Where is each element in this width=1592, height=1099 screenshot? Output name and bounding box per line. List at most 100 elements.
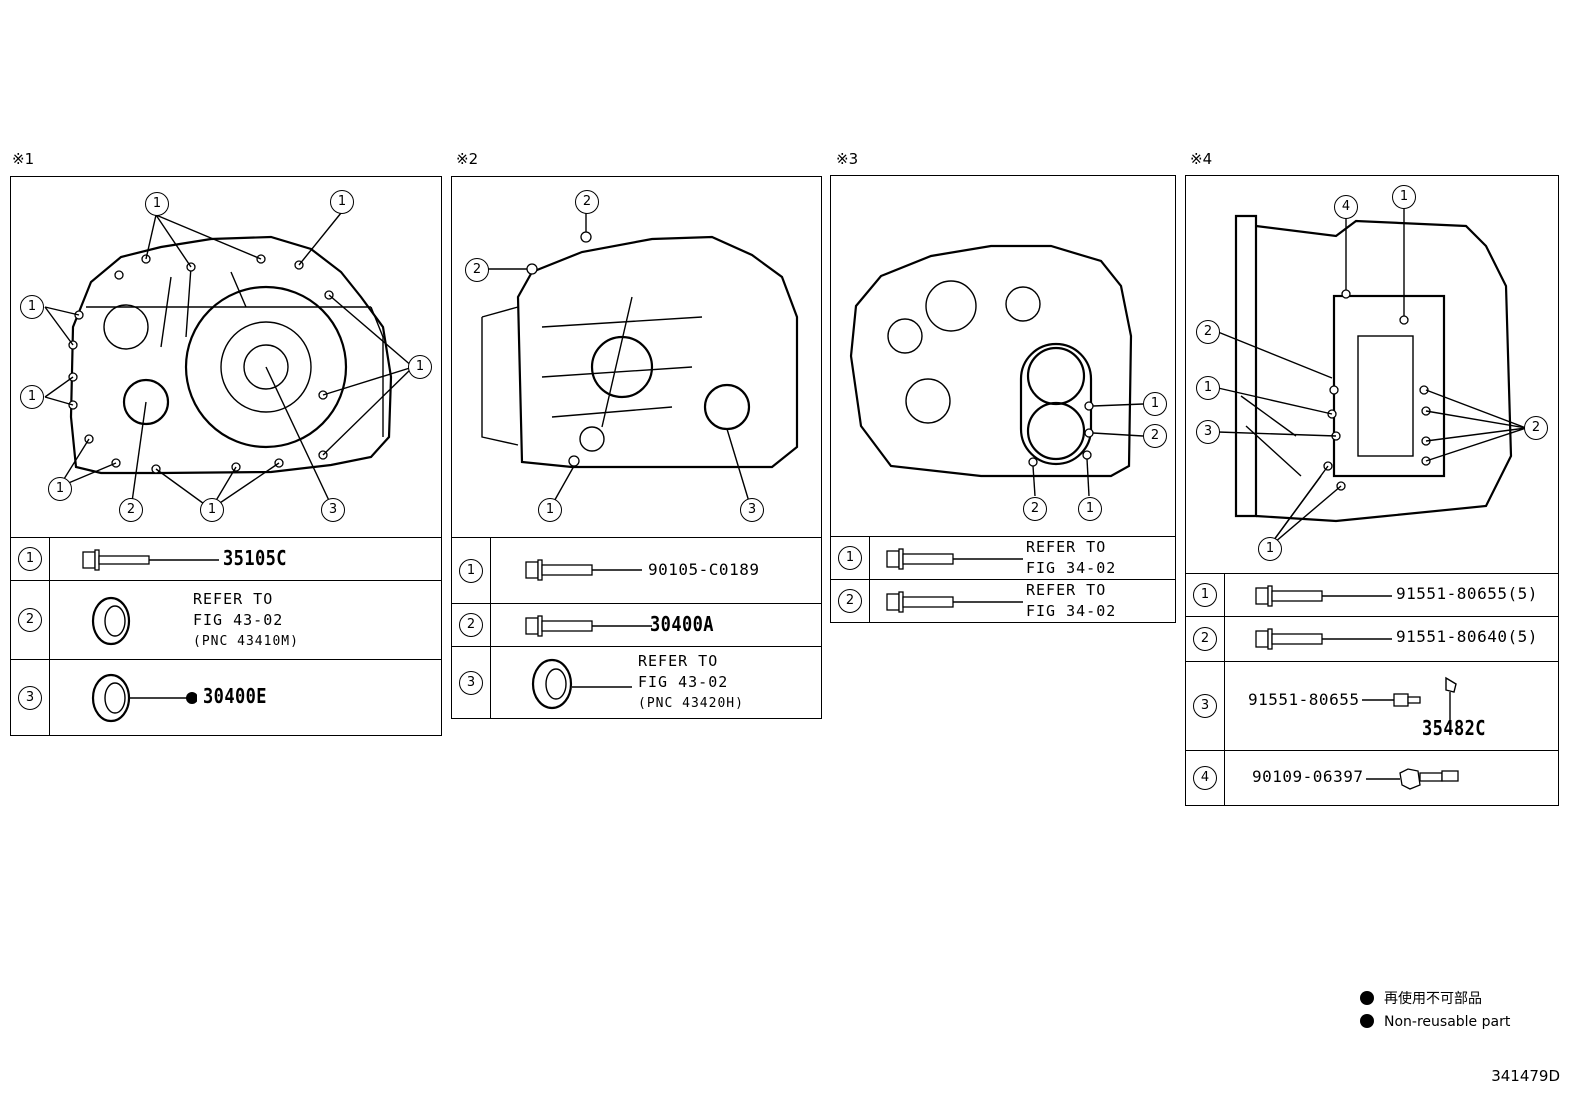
legend-en: Non-reusable part (1360, 1014, 1510, 1030)
legend-en-text: Non-reusable part (1384, 1014, 1511, 1030)
flange-bolt-icon (525, 615, 652, 637)
part-number-2: 35482C (1422, 716, 1486, 740)
row-number-cell: 1 (452, 538, 491, 603)
row-number-cell: 2 (11, 581, 50, 659)
panel-1-transaxle-drawing (44, 212, 414, 510)
row-number: 3 (459, 671, 483, 695)
callout-1: 1 (1143, 392, 1167, 416)
callout-2: 2 (465, 258, 489, 282)
legend-jp-text: 再使用不可部品 (1384, 991, 1482, 1007)
callout-2: 2 (575, 190, 599, 214)
row-number: 4 (1193, 766, 1217, 790)
callout-1: 1 (408, 355, 432, 379)
panel-2: 2 2 1 3 1 90105-C0189 2 30400A 3 REFER T… (451, 176, 822, 719)
callout-2: 2 (1023, 497, 1047, 521)
panel-1-row-1: 1 35105C (11, 537, 441, 580)
callout-1: 1 (20, 295, 44, 319)
stud-bolt-icon (1366, 768, 1459, 790)
non-reusable-dot-icon (1360, 1014, 1374, 1028)
panel-4-transaxle-drawing (1217, 208, 1527, 549)
part-number: 30400A (650, 612, 714, 636)
callout-2: 2 (1524, 416, 1548, 440)
panel-4: 4 1 2 1 3 2 1 1 91551-80655(5) 2 91551-8… (1185, 175, 1559, 806)
flange-bolt-icon (886, 548, 1023, 570)
row-number: 1 (459, 558, 483, 583)
panel-2-row-1: 1 90105-C0189 (452, 537, 821, 603)
row-number-cell: 4 (1186, 751, 1225, 805)
callout-2: 2 (1143, 424, 1167, 448)
row-number: 2 (1193, 627, 1217, 651)
callout-2: 2 (1196, 320, 1220, 344)
panel-1-row-3: 3 30400E (11, 659, 441, 735)
callout-2: 2 (119, 498, 143, 522)
panel-4-row-4: 4 90109-06397 (1186, 750, 1558, 805)
oil-seal-icon (531, 658, 632, 710)
legend-jp: 再使用不可部品 (1360, 988, 1482, 1008)
row-number: 2 (18, 608, 42, 632)
panel-3-mark: ※3 (836, 150, 859, 168)
part-number: 91551-80655(5) (1396, 584, 1538, 603)
panel-4-mark: ※4 (1190, 150, 1213, 168)
row-number-cell: 1 (11, 538, 50, 580)
callout-3: 3 (321, 498, 345, 522)
panel-3-transaxle-drawing (849, 244, 1144, 497)
flange-bolt-icon (1255, 585, 1392, 607)
row-number-cell: 3 (11, 660, 50, 735)
row-number: 1 (18, 547, 42, 571)
row-number-cell: 3 (1186, 662, 1225, 750)
callout-1: 1 (48, 477, 72, 501)
non-reusable-dot-icon (1360, 991, 1374, 1005)
panel-1-mark: ※1 (12, 150, 35, 168)
bolt-and-bracket-icon (1362, 676, 1457, 720)
callout-4: 4 (1334, 195, 1358, 219)
row-number-cell: 2 (452, 604, 491, 646)
row-number-cell: 2 (1186, 617, 1225, 661)
row-number: 2 (838, 589, 862, 613)
callout-1: 1 (145, 192, 169, 216)
row-number-cell: 1 (831, 537, 870, 579)
panel-4-row-3: 3 91551-80655 35482C (1186, 661, 1558, 750)
callout-1: 1 (538, 498, 562, 522)
row-number: 1 (1193, 583, 1217, 607)
flange-bolt-icon (525, 559, 642, 581)
flange-bolt-icon (886, 591, 1023, 613)
row-number: 3 (1193, 694, 1217, 718)
panel-4-row-2: 2 91551-80640(5) (1186, 616, 1558, 661)
part-number: 90109-06397 (1252, 767, 1364, 786)
callout-1: 1 (1196, 376, 1220, 400)
callout-3: 3 (740, 498, 764, 522)
row-number-cell: 3 (452, 647, 491, 719)
panel-2-mark: ※2 (456, 150, 479, 168)
callout-1: 1 (1078, 497, 1102, 521)
callout-3: 3 (1196, 420, 1220, 444)
row-number-cell: 2 (831, 580, 870, 622)
row-number: 1 (838, 546, 862, 570)
panel-4-row-1: 1 91551-80655(5) (1186, 573, 1558, 616)
panel-2-transaxle-drawing (481, 213, 799, 506)
oil-seal-icon (91, 596, 131, 646)
panel-2-row-2: 2 30400A (452, 603, 821, 646)
part-number: 91551-80655 (1248, 690, 1360, 709)
callout-1: 1 (200, 498, 224, 522)
callout-1: 1 (1392, 185, 1416, 209)
figure-id: 341479D (1491, 1067, 1560, 1085)
callout-1: 1 (20, 385, 44, 409)
callout-1: 1 (1258, 537, 1282, 561)
part-number: 90105-C0189 (648, 560, 760, 579)
flange-bolt-icon (82, 549, 219, 571)
row-number: 3 (18, 685, 42, 710)
part-number: 35105C (223, 546, 287, 570)
callout-1: 1 (330, 190, 354, 214)
panel-1-bolt-holes (68, 254, 334, 474)
row-number: 2 (459, 613, 483, 637)
panel-4-bolt-holes (1323, 289, 1431, 491)
